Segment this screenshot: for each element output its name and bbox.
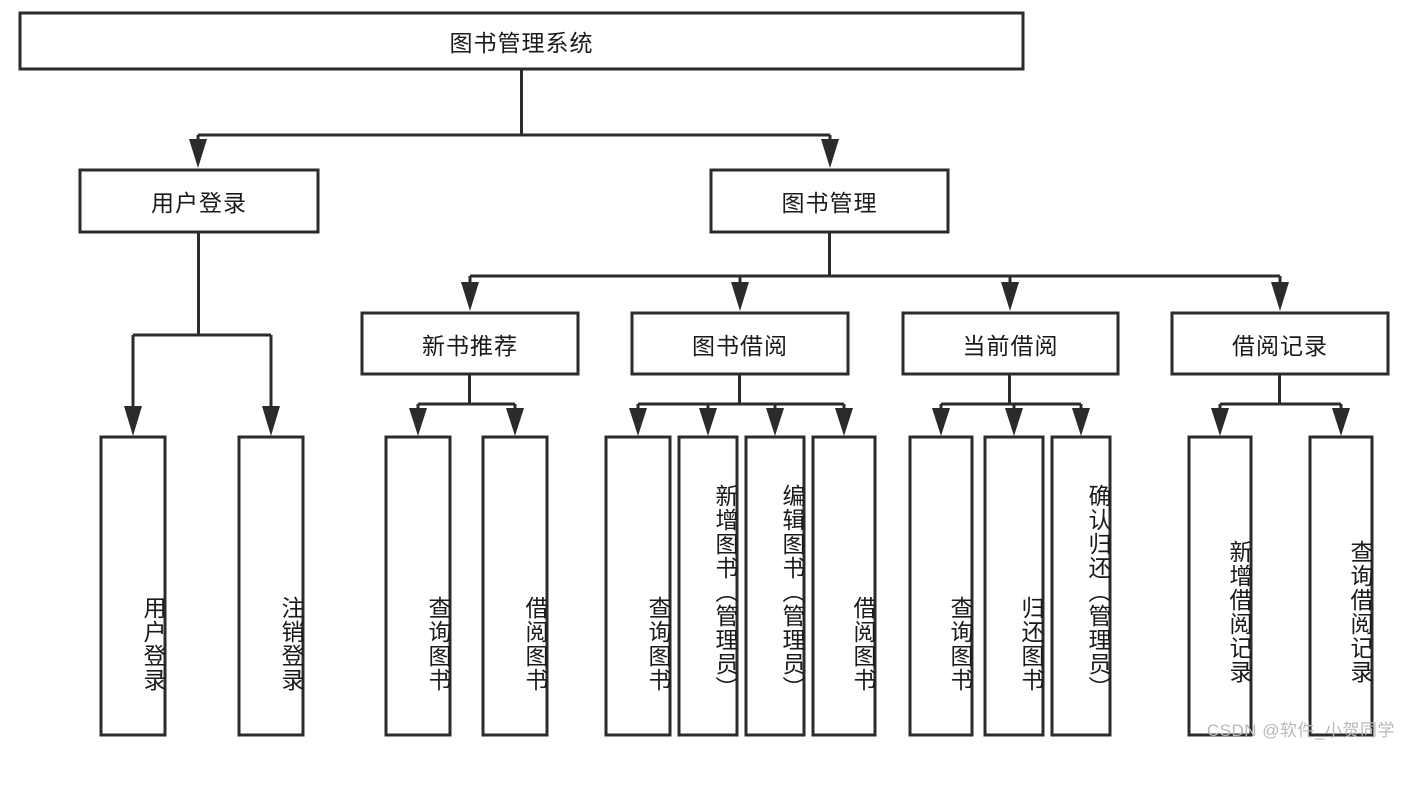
arrow-to-leaf-query-book-3 [932, 408, 950, 436]
node-box-borrow-record[interactable] [1170, 311, 1390, 376]
arrow-to-borrow-record [1271, 282, 1289, 311]
arrow-to-leaf-add-book [699, 408, 717, 436]
node-box-leaf-query-record[interactable] [1308, 435, 1374, 737]
arrow-to-current-borrow [1001, 282, 1019, 311]
node-box-book-borrow[interactable] [630, 311, 850, 376]
node-box-leaf-query-book-2[interactable] [604, 435, 672, 737]
connector-group-current-to-leaves [932, 374, 1090, 436]
arrow-to-leaf-borrow-book-2 [835, 408, 853, 436]
arrow-to-leaf-edit-book [766, 408, 784, 436]
diagram-canvas [18, 11, 1390, 737]
connector-group-bookmgmt-to-level3 [461, 232, 1289, 311]
arrow-to-book-management [821, 139, 839, 168]
node-box-book-management[interactable] [709, 168, 950, 234]
node-box-current-borrow[interactable] [901, 311, 1120, 376]
node-box-root[interactable] [18, 11, 1025, 71]
node-box-leaf-add-record[interactable] [1187, 435, 1253, 737]
node-box-leaf-edit-book[interactable] [744, 435, 806, 737]
node-box-leaf-confirm-return[interactable] [1050, 435, 1112, 737]
connector-group-recommend-to-leaves [409, 374, 524, 436]
arrow-to-leaf-confirm-return [1072, 408, 1090, 436]
node-box-leaf-user-login[interactable] [99, 435, 167, 737]
node-box-leaf-logout[interactable] [237, 435, 305, 737]
node-box-leaf-borrow-book-2[interactable] [811, 435, 877, 737]
node-box-leaf-borrow-book-1[interactable] [481, 435, 549, 737]
arrow-to-leaf-query-book-2 [629, 408, 647, 436]
node-box-leaf-query-book-1[interactable] [384, 435, 452, 737]
connector-group-borrow-to-leaves [629, 374, 853, 436]
node-box-leaf-query-book-3[interactable] [908, 435, 974, 737]
connector-group-record-to-leaves [1211, 374, 1350, 436]
diagram-root: 图书管理系统 用户登录 图书管理 新书推荐 图书借阅 当前借阅 借阅记录 用户登… [18, 11, 1394, 740]
connector-group-root-to-level2 [189, 69, 839, 168]
node-box-user-login[interactable] [78, 168, 320, 234]
node-box-leaf-add-book[interactable] [677, 435, 739, 737]
node-box-leaf-return-book[interactable] [983, 435, 1045, 737]
arrow-to-leaf-query-book-1 [409, 408, 427, 436]
arrow-to-new-book-recommend [461, 282, 479, 311]
arrow-to-leaf-borrow-book-1 [506, 408, 524, 436]
arrow-to-book-borrow [731, 282, 749, 311]
arrow-to-user-login [189, 139, 207, 168]
arrow-to-leaf-query-record [1332, 408, 1350, 436]
arrow-to-leaf-add-record [1211, 408, 1229, 436]
connector-group-userlogin-to-leaves [124, 232, 280, 436]
arrow-to-leaf-logout [262, 406, 280, 436]
arrow-to-leaf-return-book [1005, 408, 1023, 436]
node-box-new-book-recommend[interactable] [360, 311, 580, 376]
arrow-to-leaf-user-login [124, 406, 142, 436]
